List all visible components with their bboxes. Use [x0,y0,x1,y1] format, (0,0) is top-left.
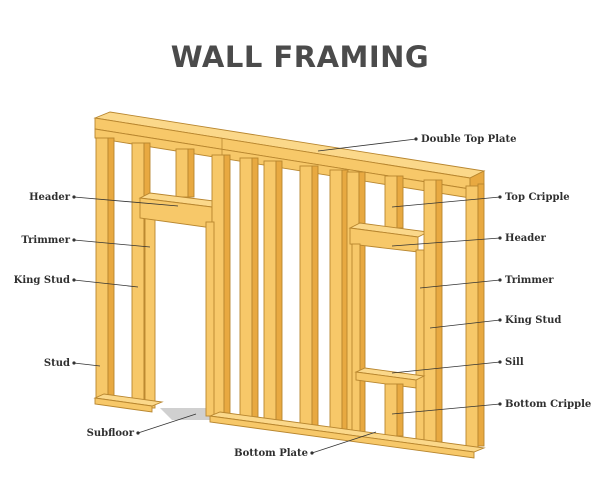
stud-right-end [465,183,485,449]
label-bottom-plate: Bottom Plate [234,448,308,459]
stud-middle-1 [239,157,259,421]
stud-left-end [95,137,115,401]
trimmer-door-right [205,221,215,417]
bottom-plate-left [93,393,164,413]
bottom-plate-right [208,411,486,459]
label-header-right: Header [505,233,547,244]
label-double-top-plate: Double Top Plate [421,134,516,145]
king-stud-right [423,179,443,443]
label-stud: Stud [44,358,70,369]
stud-middle-2 [263,160,283,424]
label-top-cripple: Top Cripple [505,192,570,203]
label-header-left: Header [29,192,71,203]
header-left [138,192,224,229]
stud-middle-3 [299,165,319,429]
stud-middle-4 [329,169,349,433]
label-king-stud-right: King Stud [505,315,561,326]
top-cripple-right [384,175,404,229]
page-title: WALL FRAMING [170,40,430,74]
bottom-cripple [384,383,404,437]
label-trimmer-right: Trimmer [505,275,554,286]
leader-lines [72,137,502,455]
label-trimmer-left: Trimmer [21,235,70,246]
label-sill: Sill [505,357,524,368]
double-top-plate [93,111,486,199]
label-bottom-cripple: Bottom Cripple [505,399,591,410]
trimmer-window-left [351,243,361,435]
king-stud-door-right [211,154,231,418]
label-king-stud-left: King Stud [14,275,70,286]
top-cripple-left [175,148,195,198]
label-subfloor: Subfloor [87,428,135,439]
